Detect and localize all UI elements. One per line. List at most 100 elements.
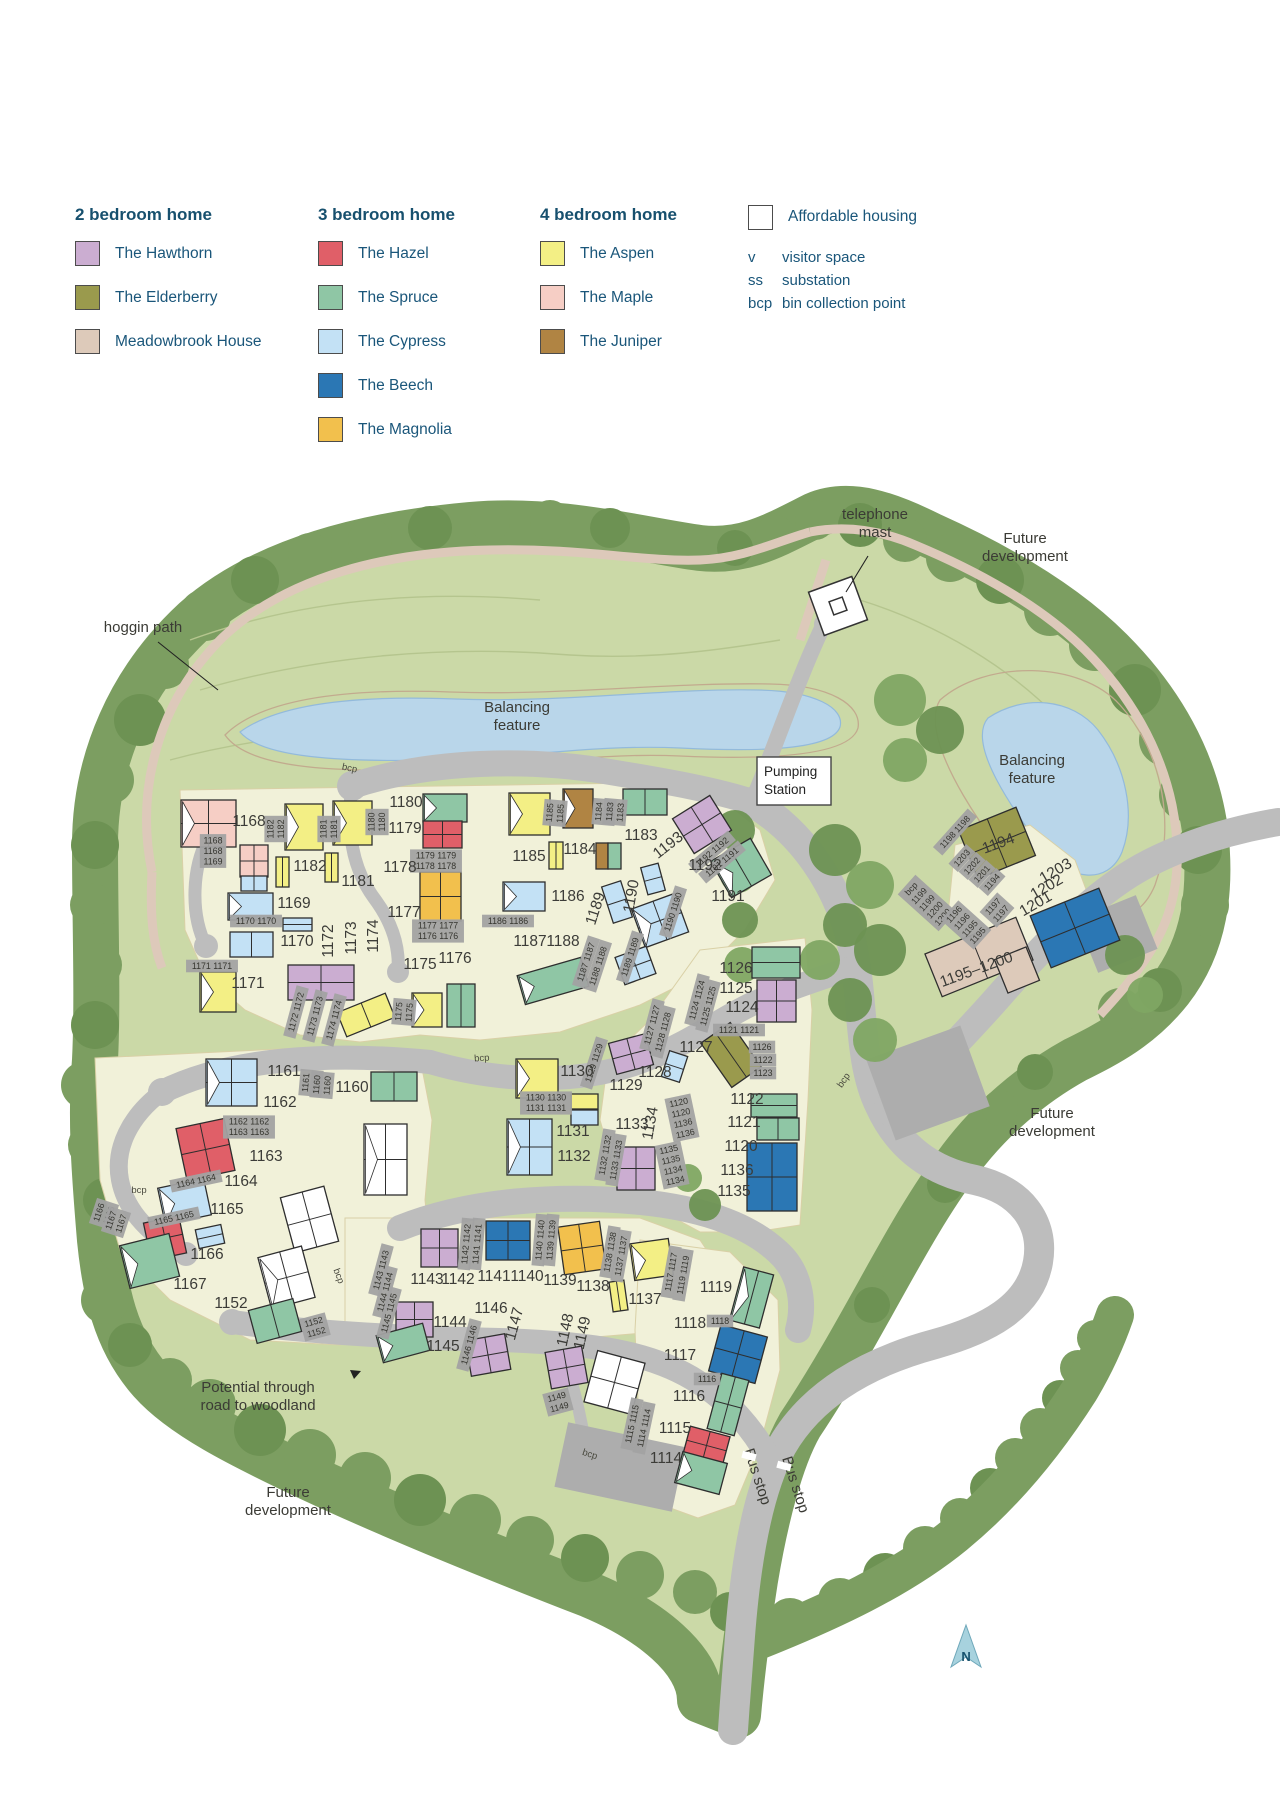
house-hawthorn — [464, 1333, 512, 1377]
plot-number-1176: 1176 — [438, 950, 471, 967]
legend-label: The Aspen — [580, 244, 655, 262]
plot-number-1117: 1117 — [664, 1347, 696, 1364]
svg-text:telephone: telephone — [842, 506, 908, 523]
house-cypress — [240, 875, 268, 892]
house-beech — [746, 1142, 798, 1212]
legend-key-abbr: v — [748, 249, 756, 266]
svg-text:1178 1178: 1178 1178 — [416, 861, 456, 871]
plot-number-1121: 1121 — [727, 1114, 760, 1131]
svg-text:1180: 1180 — [367, 812, 377, 831]
culdesacs — [148, 614, 834, 1335]
plot-number-1129: 1129 — [609, 1077, 642, 1094]
plot-number-1168: 1168 — [232, 813, 265, 830]
house-spruce — [247, 1297, 303, 1345]
plot-number-1114: 1114 — [650, 1450, 683, 1467]
plot-number-1161: 1161 — [267, 1063, 300, 1080]
svg-text:development: development — [1009, 1123, 1096, 1140]
tree-band-southeast — [741, 1296, 1134, 1659]
house-juniper — [562, 788, 594, 829]
plot-number-1184: 1184 — [563, 841, 597, 858]
parking-space-label: 1141 1141 — [468, 1217, 486, 1271]
house-spruce — [607, 842, 622, 870]
legend-label: The Cypress — [358, 332, 446, 350]
svg-text:1135: 1135 — [661, 1153, 682, 1167]
plot-number-1174: 1174 — [365, 919, 382, 953]
svg-text:1163 1163: 1163 1163 — [229, 1127, 269, 1137]
house-aspen — [336, 992, 396, 1038]
svg-text:1176 1176: 1176 1176 — [418, 931, 458, 941]
svg-text:1170 1170: 1170 1170 — [236, 916, 276, 926]
house-cypress — [502, 881, 546, 912]
svg-text:1134: 1134 — [663, 1163, 684, 1177]
legend-key-desc: bin collection point — [782, 295, 906, 312]
legend-item: The Hawthorn — [75, 241, 261, 266]
legend-swatch — [318, 285, 343, 310]
plot-number-1180: 1180 — [389, 794, 423, 811]
house-affordable — [279, 1185, 340, 1254]
plot-number-1133: 1133 — [615, 1116, 648, 1133]
plot-number-1148: 1148 — [554, 1312, 578, 1348]
svg-text:Future: Future — [1003, 530, 1046, 547]
legend-label: Affordable housing — [788, 208, 917, 225]
svg-text:development: development — [245, 1502, 332, 1519]
legend-swatch — [540, 329, 565, 354]
plot-number-1138: 1138 — [576, 1278, 609, 1295]
house-cypress — [660, 1049, 689, 1084]
svg-text:N: N — [961, 1649, 970, 1664]
legend-label: The Juniper — [580, 332, 662, 350]
plot-number-1127: 1127 — [679, 1039, 712, 1056]
ponds — [239, 689, 1129, 876]
parking-space-label: 1123 — [749, 1066, 777, 1080]
house-spruce — [728, 1266, 775, 1329]
legend-item-affordable: Affordable housing — [748, 204, 917, 230]
house-spruce — [673, 1450, 729, 1496]
svg-text:1139 1139: 1139 1139 — [544, 1219, 557, 1260]
svg-text:1161: 1161 — [300, 1073, 312, 1093]
house-cypress — [570, 1109, 599, 1126]
plot-number-1170: 1170 — [280, 933, 314, 950]
svg-text:Future: Future — [1030, 1105, 1073, 1122]
houses-layer — [118, 788, 1121, 1496]
svg-text:feature: feature — [1009, 770, 1056, 787]
legend-item: The Magnolia — [318, 417, 455, 442]
plot-number-1145: 1145 — [426, 1338, 459, 1355]
house-aspen — [570, 1093, 599, 1110]
house-cypress — [205, 1058, 258, 1107]
legend-item: The Hazel — [318, 241, 455, 266]
telephone-mast-pointer — [845, 555, 869, 593]
plot-number-1140: 1140 — [510, 1268, 544, 1285]
plot-number-1164: 1164 — [224, 1173, 258, 1190]
svg-text:1135: 1135 — [658, 1142, 679, 1156]
parking-space-label: 1137 1137 — [610, 1229, 632, 1283]
legend-label: Meadowbrook House — [115, 332, 262, 350]
svg-text:1152: 1152 — [306, 1325, 327, 1340]
legend-label: The Beech — [358, 376, 433, 394]
legend-item: The Juniper — [540, 329, 677, 354]
house-spruce — [751, 946, 801, 979]
svg-text:1160: 1160 — [311, 1075, 323, 1095]
legend-title: 2 bedroom home — [75, 205, 212, 224]
plot-number-1171: 1171 — [231, 975, 264, 992]
house-cypress — [194, 1223, 226, 1250]
house-spruce — [422, 793, 468, 823]
svg-text:1169: 1169 — [204, 857, 223, 867]
plot-number-1134: 1134 — [639, 1105, 662, 1141]
legend-swatch — [318, 417, 343, 442]
hoggin-path-pointer — [157, 641, 219, 691]
plot-number-1142: 1142 — [441, 1271, 474, 1288]
legend-key-abbr: ss — [748, 272, 763, 289]
bus-stop-marking — [741, 1450, 757, 1462]
legend-label: The Hazel — [358, 244, 429, 262]
